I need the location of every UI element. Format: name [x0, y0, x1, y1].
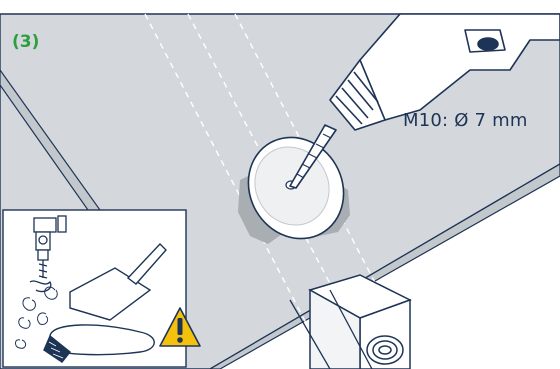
cleanup-inset — [3, 210, 200, 367]
step-number: (3) — [12, 32, 39, 52]
drill-bit-spec: M10: Ø 7 mm — [403, 110, 528, 131]
table-leg — [310, 275, 410, 369]
